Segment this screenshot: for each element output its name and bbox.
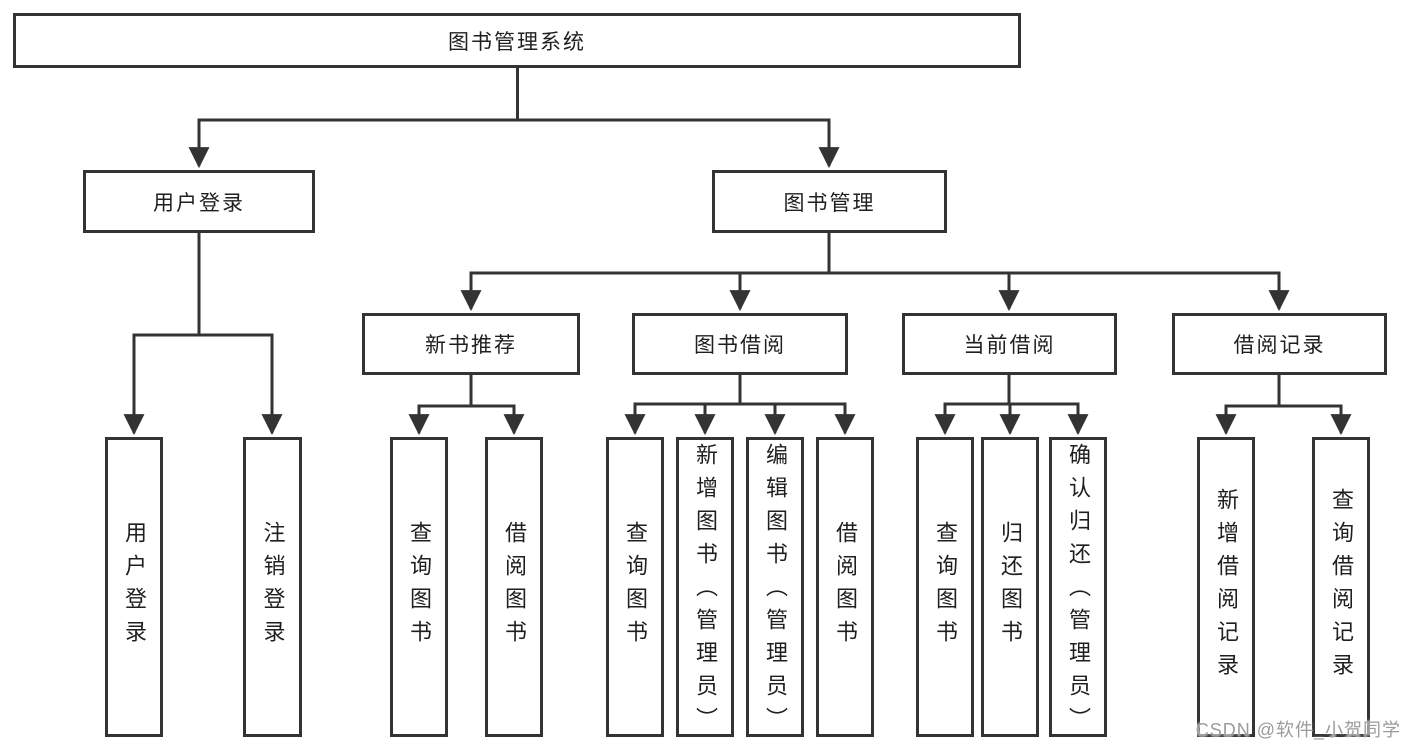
leaf-logout: 注销登录: [243, 437, 302, 737]
leaf-add-borrow-record: 新增借阅记录: [1197, 437, 1255, 737]
connector-root-bus: [199, 68, 829, 122]
node-label: 借阅记录: [1233, 334, 1326, 357]
connector-recommend-bus: [419, 375, 514, 408]
node-label: 新增借阅记录: [1214, 488, 1239, 686]
node-book-borrowing: 图书借阅: [632, 313, 848, 375]
connector-current-bus: [945, 375, 1078, 406]
node-label: 查询图书: [407, 521, 432, 653]
csdn-watermark: CSDN @软件_小贺同学: [1195, 720, 1401, 740]
node-borrowing-records: 借阅记录: [1172, 313, 1387, 375]
connector-management-bus: [471, 233, 1279, 275]
connector-record-bus: [1226, 375, 1341, 408]
node-new-book-recommendation: 新书推荐: [362, 313, 580, 375]
node-label: 用户登录: [153, 191, 245, 215]
node-label: 编辑图书（管理员）: [763, 443, 788, 740]
node-label: 借阅图书: [502, 521, 527, 653]
node-label: 新书推荐: [425, 334, 517, 357]
leaf-current-return-books: 归还图书: [981, 437, 1039, 737]
leaf-query-borrow-record: 查询借阅记录: [1312, 437, 1370, 737]
node-label: 借阅图书: [833, 521, 858, 653]
node-label: 当前借阅: [963, 334, 1056, 357]
node-label: 查询图书: [933, 521, 958, 653]
leaf-current-query-books: 查询图书: [916, 437, 974, 737]
connector-borrow-bus: [635, 375, 845, 406]
node-label: 注销登录: [260, 521, 286, 653]
node-label: 查询借阅记录: [1329, 488, 1354, 686]
node-user-login: 用户登录: [83, 170, 315, 233]
node-current-borrowing: 当前借阅: [902, 313, 1117, 375]
node-book-management: 图书管理: [712, 170, 947, 233]
connector-login-bus: [134, 233, 272, 337]
leaf-borrow-add-books-admin: 新增图书（管理员）: [676, 437, 734, 740]
leaf-current-confirm-return-admin: 确认归还（管理员）: [1049, 437, 1107, 740]
node-label: 图书管理: [783, 191, 876, 215]
node-label: 新增图书（管理员）: [693, 443, 718, 740]
leaf-borrow-edit-books-admin: 编辑图书（管理员）: [746, 437, 804, 740]
node-label: 查询图书: [623, 521, 648, 653]
leaf-recommend-query-books: 查询图书: [390, 437, 448, 737]
node-label: 确认归还（管理员）: [1066, 443, 1091, 740]
node-label: 用户登录: [122, 521, 147, 653]
node-label: 归还图书: [998, 521, 1023, 653]
node-label: 图书管理系统: [448, 30, 586, 54]
leaf-user-login: 用户登录: [105, 437, 163, 737]
leaf-borrow-query-books: 查询图书: [606, 437, 664, 737]
node-label: 图书借阅: [694, 334, 786, 357]
node-library-management-system: 图书管理系统: [13, 13, 1021, 68]
leaf-borrow-borrow-books: 借阅图书: [816, 437, 874, 737]
leaf-recommend-borrow-books: 借阅图书: [485, 437, 543, 737]
